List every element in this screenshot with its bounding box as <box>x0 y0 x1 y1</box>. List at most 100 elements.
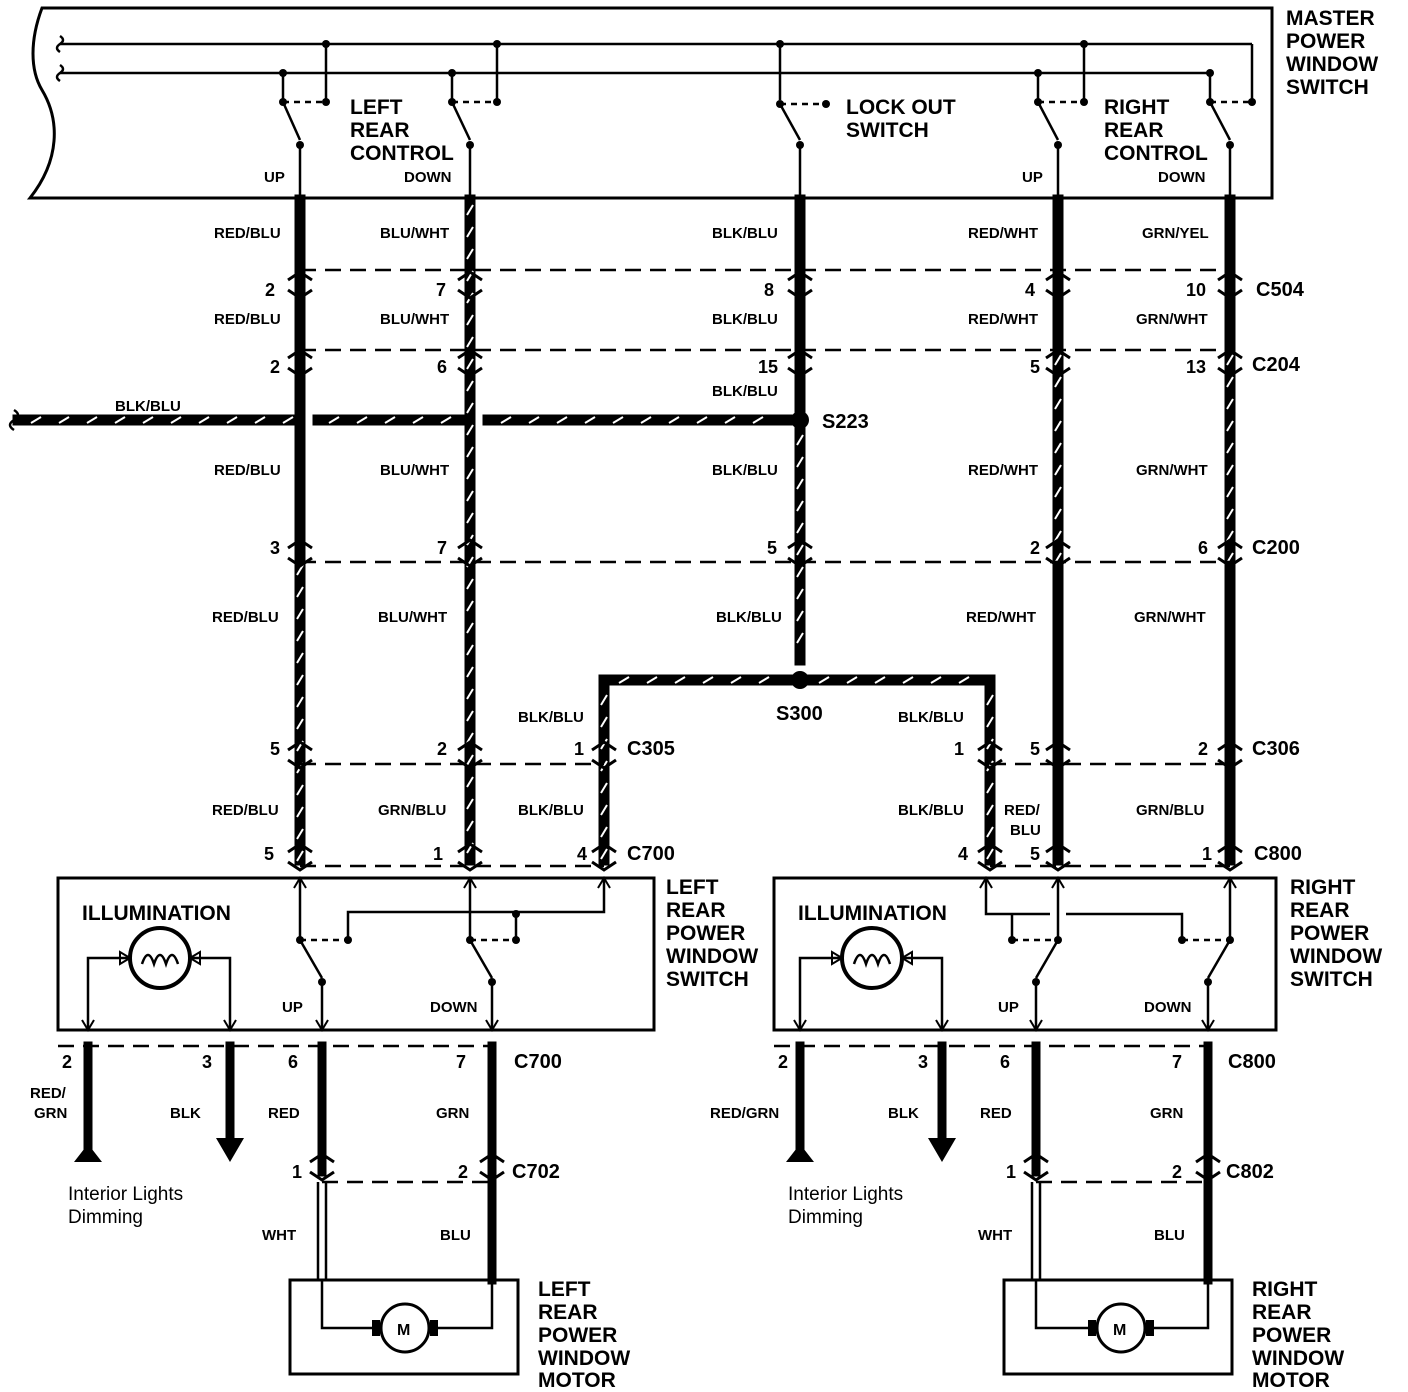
lock-out-switch-label-1: LOCK OUT <box>846 96 956 119</box>
wire-label: GRN/WHT <box>1136 462 1208 479</box>
connector-chevron-icon <box>787 538 813 550</box>
connector-name: C700 <box>627 843 675 865</box>
right-rear-control-contacts <box>1034 40 1256 200</box>
s300-splice-dot <box>791 671 809 689</box>
wire-label: RED <box>268 1105 300 1122</box>
pin-number: 2 <box>265 280 275 300</box>
connector-chevron-icon <box>457 860 483 872</box>
motor-symbol-label: M <box>397 1322 410 1339</box>
connector-chevron-icon <box>287 758 313 770</box>
master-power-window-switch: LEFT REAR CONTROL LOCK OUT SWITCH RIGHT … <box>26 6 1378 200</box>
master-title-4: SWITCH <box>1286 76 1369 99</box>
right-switch-down-label: DOWN <box>1144 999 1192 1016</box>
master-left-down-label: DOWN <box>404 169 452 186</box>
pin-number: 6 <box>288 1052 298 1072</box>
connector-chevron-icon <box>1045 348 1071 360</box>
connector-chevron-icon <box>1023 1170 1049 1182</box>
connector-name: C800 <box>1254 843 1302 865</box>
connector-chevron-icon <box>1217 860 1243 872</box>
pin-number: 7 <box>456 1052 466 1072</box>
connector-chevron-icon <box>1045 842 1071 854</box>
connector-chevron-icon <box>457 758 483 770</box>
pin-number: 4 <box>577 844 587 864</box>
connector-chevron-icon <box>1217 348 1243 360</box>
left-motor-title-2: REAR <box>538 1301 598 1324</box>
bulb-icon <box>81 926 237 1032</box>
left-switch-title-2: REAR <box>666 899 726 922</box>
wire-label: RED/BLU <box>212 609 279 626</box>
connector-chevron-icon <box>287 538 313 550</box>
pin-number: 7 <box>436 280 446 300</box>
right-motor-title-2: REAR <box>1252 1301 1312 1324</box>
connector-chevron-icon <box>787 270 813 282</box>
lock-out-switch-contacts <box>776 40 830 200</box>
pin-number: 1 <box>433 844 443 864</box>
connector-chevron-icon <box>1045 366 1071 378</box>
connector-chevron-icon <box>309 1170 335 1182</box>
illumination-label: ILLUMINATION <box>82 902 231 925</box>
connector-chevron-icon <box>787 366 813 378</box>
break-mark-icon <box>55 34 65 54</box>
wire-label: BLK/BLU <box>712 462 778 479</box>
wire-label: GRN/YEL <box>1142 225 1209 242</box>
s223-splice-dot <box>791 411 809 429</box>
connector-chevron-icon <box>1217 288 1243 300</box>
master-right-up-label: UP <box>1022 169 1043 186</box>
master-switch-housing <box>26 6 1274 200</box>
connector-name: C504 <box>1256 279 1305 301</box>
right-motor-title-1: RIGHT <box>1252 1278 1318 1301</box>
break-mark-icon <box>8 408 20 432</box>
mid-wire-labels-2: RED/BLU BLU/WHT BLK/BLU RED/WHT GRN/WHT <box>212 609 1206 626</box>
break-mark-icon <box>55 63 65 83</box>
left-rear-control-label-3: CONTROL <box>350 142 454 165</box>
left-rear-control-contacts <box>279 40 501 200</box>
wire-label: RED/WHT <box>968 462 1038 479</box>
main-harness-wires <box>8 194 1236 866</box>
right-switch-title-4: WINDOW <box>1290 945 1382 968</box>
wire-label: GRN/BLU <box>1136 802 1204 819</box>
connector-chevron-icon <box>1217 270 1243 282</box>
right-rear-control-label-1: RIGHT <box>1104 96 1170 119</box>
interior-lights-dimming-label-1: Interior Lights <box>788 1184 903 1205</box>
master-left-up-label: UP <box>264 169 285 186</box>
right-motor-title-3: POWER <box>1252 1324 1331 1347</box>
connector-chevron-icon <box>1045 270 1071 282</box>
wire-label: RED/BLU <box>214 462 281 479</box>
pin-number: 1 <box>954 739 964 759</box>
master-right-down-label: DOWN <box>1158 169 1206 186</box>
ground-symbol-icon <box>74 1144 102 1162</box>
wire-label: WHT <box>978 1227 1012 1244</box>
connector-chevron-icon <box>977 842 1003 854</box>
right-switch-housing <box>772 876 1278 1032</box>
left-rear-control-label-1: LEFT <box>350 96 403 119</box>
wire-label: BLU <box>440 1227 471 1244</box>
wire-label: BLK/BLU <box>115 398 181 415</box>
left-motor-title-4: WINDOW <box>538 1347 630 1370</box>
illumination-label: ILLUMINATION <box>798 902 947 925</box>
connector-name: C802 <box>1226 1161 1274 1183</box>
pin-number: 4 <box>1025 280 1035 300</box>
connector-chevron-icon <box>1045 860 1071 872</box>
connector-chevron-icon <box>1045 740 1071 752</box>
left-switch-title-3: POWER <box>666 922 745 945</box>
connector-chevron-icon <box>591 860 617 872</box>
wire-label: GRN/BLU <box>378 802 446 819</box>
wire-label: BLU <box>1010 822 1041 839</box>
left-rear-control-label-2: REAR <box>350 119 410 142</box>
wire-label: GRN <box>34 1105 67 1122</box>
connector-chevron-icon <box>457 740 483 752</box>
pin-number: 6 <box>1198 538 1208 558</box>
connector-chevron-icon <box>457 270 483 282</box>
pin-number: 2 <box>437 739 447 759</box>
pin-number: 4 <box>958 844 968 864</box>
connector-chevron-icon <box>287 860 313 872</box>
pin-number: 2 <box>270 357 280 377</box>
c700-c800-row: 5 1 4 C700 4 5 1 C800 <box>264 843 1302 865</box>
pin-number: 5 <box>767 538 777 558</box>
connector-chevron-icon <box>591 842 617 854</box>
left-switch-contacts <box>293 876 611 1032</box>
right-switch-title-5: SWITCH <box>1290 968 1373 991</box>
pin-number: 13 <box>1186 357 1206 377</box>
lock-out-switch-label-2: SWITCH <box>846 119 929 142</box>
right-switch-title-3: POWER <box>1290 922 1369 945</box>
